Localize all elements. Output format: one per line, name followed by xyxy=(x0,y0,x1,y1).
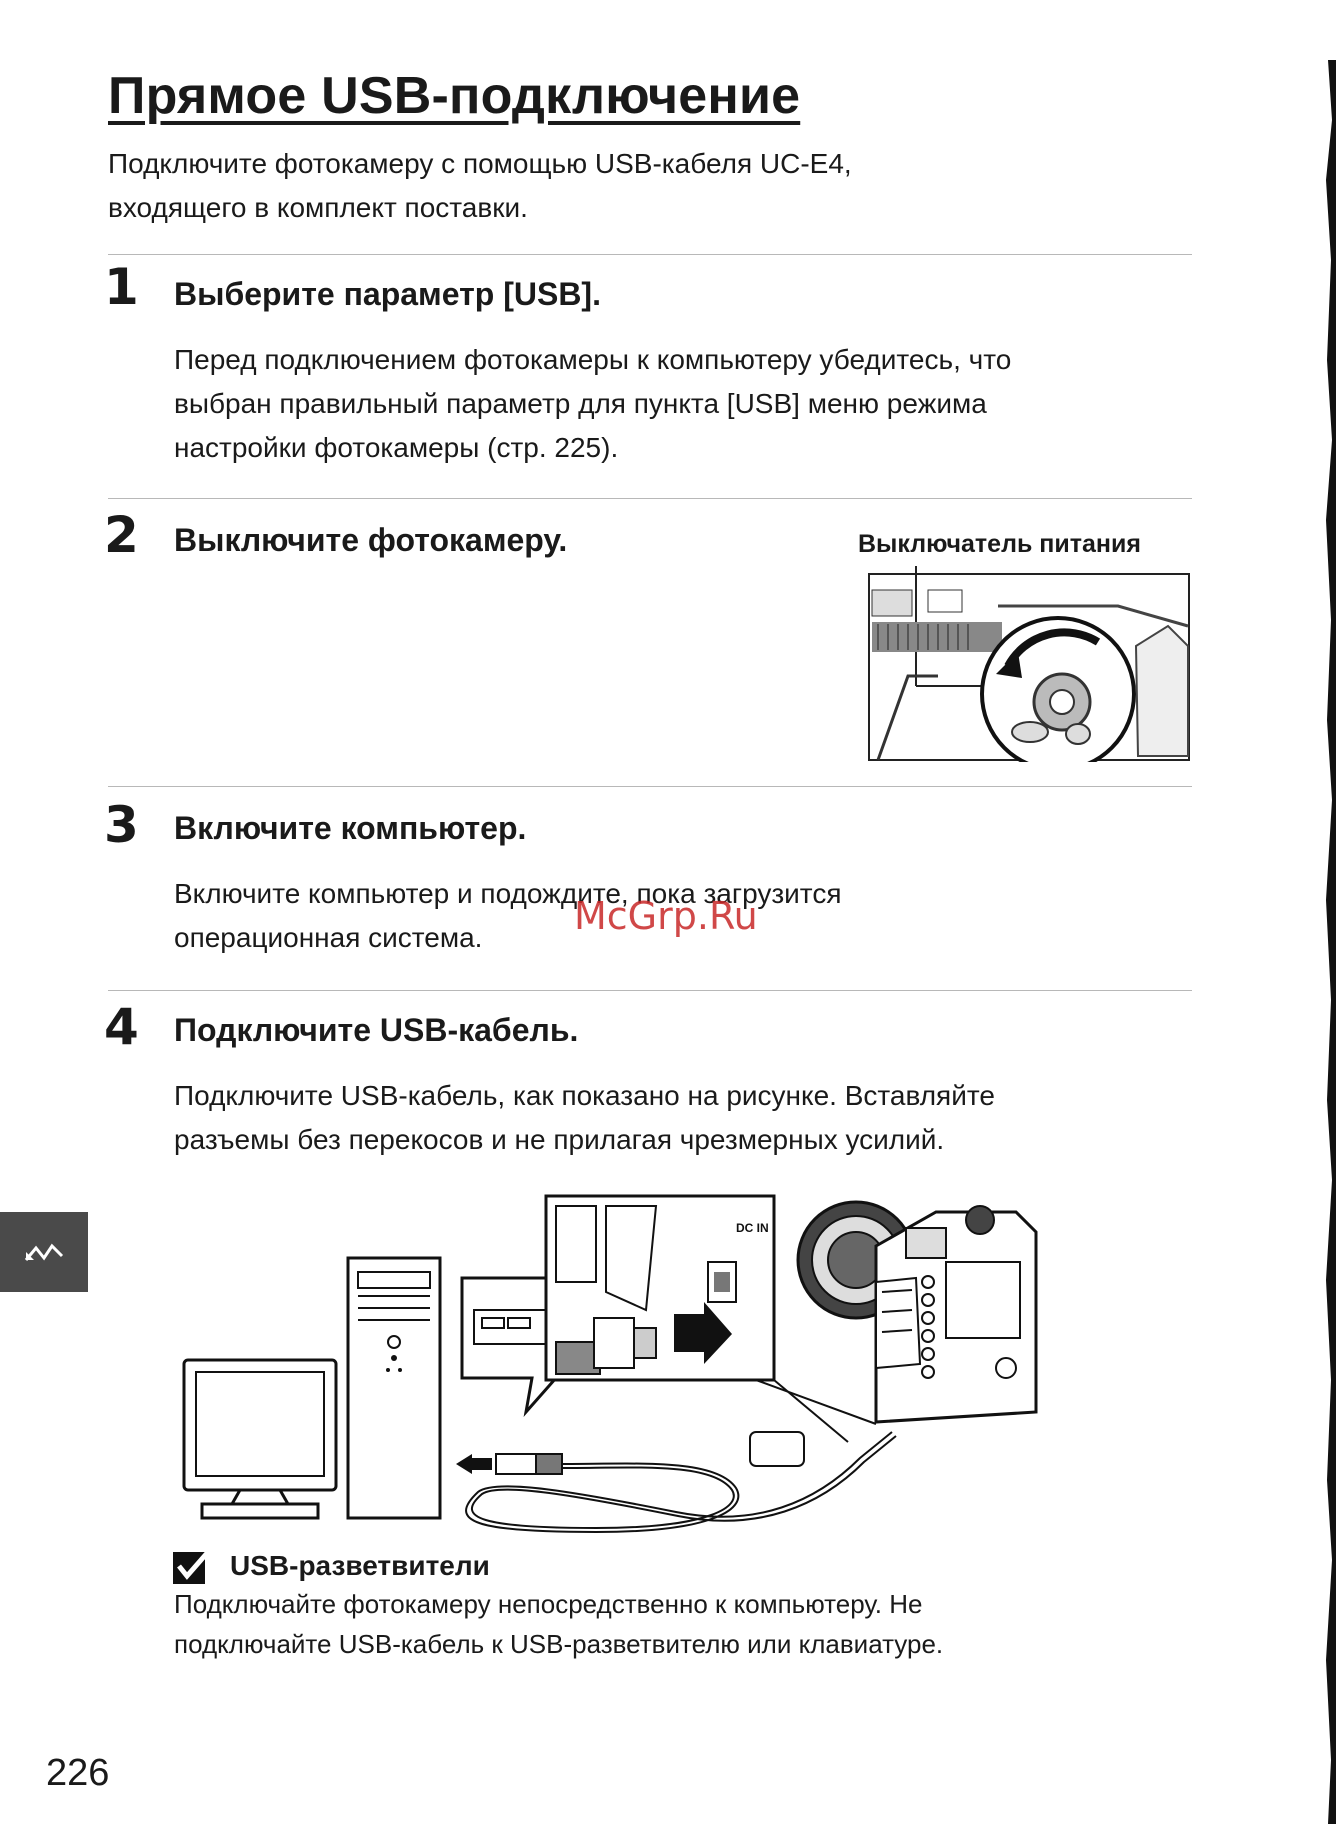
divider xyxy=(108,990,1192,991)
step-3-body: Включите компьютер и подождите, пока заг… xyxy=(174,872,841,960)
page-title: Прямое USB-подключение xyxy=(108,67,801,125)
step-3-title: Включите компьютер. xyxy=(174,810,527,846)
connection-wave-icon xyxy=(24,1243,64,1261)
monitor-illustration xyxy=(182,1358,338,1520)
section-tab xyxy=(0,1212,88,1292)
page-number: 226 xyxy=(46,1752,110,1794)
divider xyxy=(108,498,1192,499)
computer-tower-illustration xyxy=(346,1256,442,1520)
arrow-icon xyxy=(456,1454,472,1474)
step-4-line: разъемы без перекосов и не прилагая чрез… xyxy=(174,1124,945,1155)
camera-illustration xyxy=(796,1200,1038,1424)
camera-lcd xyxy=(945,1261,1021,1339)
intro-line: входящего в комплект поставки. xyxy=(108,192,528,223)
divider xyxy=(108,786,1192,787)
note-title: USB-разветвители xyxy=(230,1550,490,1581)
power-switch-caption: Выключатель питания xyxy=(858,530,1141,558)
camera-port-zoom: DC IN xyxy=(544,1194,776,1382)
step-2-number: 2 xyxy=(104,506,139,564)
checkmark-box-icon xyxy=(173,1550,210,1584)
step-1-line: выбран правильный параметр для пункта [U… xyxy=(174,388,987,419)
usb-connection-illustration: DC IN xyxy=(182,1194,1038,1534)
note-line: Подключайте фотокамеру непосредственно к… xyxy=(174,1589,923,1619)
step-4-body: Подключите USB-кабель, как показано на р… xyxy=(174,1074,995,1162)
intro-text: Подключите фотокамеру с помощью USB-кабе… xyxy=(108,142,1108,230)
dc-in-label: DC IN xyxy=(736,1221,769,1235)
step-4-number: 4 xyxy=(104,998,139,1056)
insert-arrow-icon xyxy=(674,1302,732,1364)
step-4-line: Подключите USB-кабель, как показано на р… xyxy=(174,1080,995,1111)
step-1-number: 1 xyxy=(104,258,139,316)
step-1-line: настройки фотокамеры (стр. 225). xyxy=(174,432,619,463)
step-4-title: Подключите USB-кабель. xyxy=(174,1012,579,1048)
note-line: подключайте USB-кабель к USB-разветвител… xyxy=(174,1629,944,1659)
step-3-line: Включите компьютер и подождите, пока заг… xyxy=(174,878,842,909)
intro-line: Подключите фотокамеру с помощью USB-кабе… xyxy=(108,148,852,179)
step-1-title: Выберите параметр [USB]. xyxy=(174,276,601,312)
step-3-line: операционная система. xyxy=(174,922,483,953)
step-1-line: Перед подключением фотокамеры к компьюте… xyxy=(174,344,1012,375)
step-1-body: Перед подключением фотокамеры к компьюте… xyxy=(174,338,1011,470)
divider xyxy=(108,254,1192,255)
watermark: McGrp.Ru xyxy=(574,894,758,938)
power-switch-illustration xyxy=(868,566,1190,762)
step-3-number: 3 xyxy=(104,796,139,854)
page-edge xyxy=(1326,60,1336,1824)
ferrite-core xyxy=(749,1431,805,1467)
note-body: Подключайте фотокамеру непосредственно к… xyxy=(174,1584,943,1664)
step-2-title: Выключите фотокамеру. xyxy=(174,522,568,558)
